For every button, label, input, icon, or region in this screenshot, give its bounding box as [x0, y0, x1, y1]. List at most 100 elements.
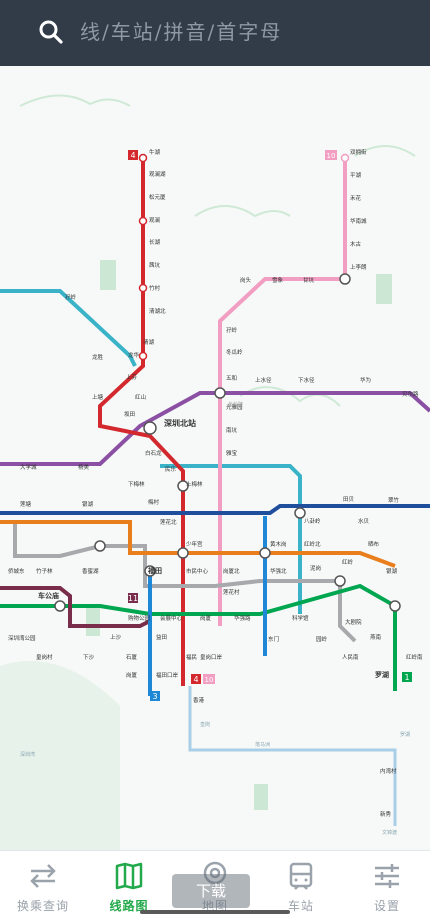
- svg-text:市民中心: 市民中心: [186, 567, 209, 575]
- border-line: [188, 686, 397, 826]
- svg-text:少年宫: 少年宫: [186, 540, 203, 548]
- svg-text:泥岗: 泥岗: [310, 564, 321, 572]
- line-badge-4b[interactable]: 4: [191, 674, 201, 684]
- line-badge-10[interactable]: 10: [325, 150, 337, 160]
- line-4-path[interactable]: [98, 154, 185, 686]
- svg-text:茜坑: 茜坑: [149, 261, 161, 269]
- svg-text:红岭北: 红岭北: [304, 540, 321, 548]
- hill-decoration: [354, 145, 416, 157]
- svg-text:福田口岸: 福田口岸: [156, 671, 179, 679]
- search-input[interactable]: [80, 16, 400, 48]
- svg-text:长岭陂: 长岭陂: [228, 401, 243, 408]
- svg-text:竹村: 竹村: [149, 284, 161, 292]
- svg-text:下水径: 下水径: [298, 376, 315, 384]
- svg-text:龙胜: 龙胜: [92, 353, 104, 361]
- nav-station[interactable]: 车站: [258, 857, 344, 915]
- svg-text:平湖: 平湖: [350, 171, 362, 179]
- svg-text:观澜: 观澜: [149, 216, 161, 224]
- park-block: [254, 784, 268, 810]
- nav-settings[interactable]: 设置: [344, 857, 430, 915]
- station-markers[interactable]: [54, 153, 401, 612]
- svg-text:双拥街: 双拥街: [350, 148, 367, 156]
- svg-text:罗湖: 罗湖: [375, 670, 389, 679]
- line-2-path[interactable]: [0, 520, 396, 568]
- home-indicator[interactable]: [140, 910, 290, 914]
- svg-text:华南城: 华南城: [350, 217, 367, 225]
- svg-text:松元厦: 松元厦: [149, 193, 166, 201]
- svg-text:4: 4: [130, 151, 135, 160]
- svg-text:梅村: 梅村: [148, 498, 160, 506]
- svg-text:杨美: 杨美: [78, 463, 90, 471]
- svg-text:上李朗: 上李朗: [350, 263, 367, 271]
- line-badge-1[interactable]: 1: [402, 672, 412, 682]
- svg-text:竹子林: 竹子林: [36, 567, 53, 575]
- svg-text:3: 3: [152, 692, 157, 701]
- svg-text:翠竹: 翠竹: [388, 496, 400, 504]
- line-badge-10b[interactable]: 10: [203, 674, 215, 684]
- download-button[interactable]: 下载: [172, 874, 250, 908]
- line-badge-4[interactable]: 4: [128, 150, 138, 160]
- svg-text:福民: 福民: [186, 653, 198, 661]
- svg-text:华强北: 华强北: [270, 567, 287, 575]
- svg-text:大剧院: 大剧院: [345, 618, 362, 626]
- svg-text:孖岭: 孖岭: [65, 293, 77, 301]
- svg-text:木古: 木古: [350, 240, 362, 248]
- map-notes: 深圳湾 皇岗 落马洲 罗湖 文锦渡: [20, 721, 410, 836]
- svg-text:莲花北: 莲花北: [160, 518, 177, 526]
- svg-text:香蜜湖: 香蜜湖: [82, 567, 99, 575]
- svg-text:冬瓜岭: 冬瓜岭: [226, 348, 243, 356]
- hill-decoration: [19, 94, 131, 107]
- svg-text:银湖: 银湖: [386, 567, 398, 575]
- svg-text:清湖: 清湖: [143, 338, 155, 346]
- nav-line-map[interactable]: 线路图: [86, 857, 172, 915]
- svg-text:甘坑: 甘坑: [303, 276, 315, 284]
- line-6-path[interactable]: [0, 289, 137, 367]
- svg-text:观澜湖: 观澜湖: [149, 170, 166, 178]
- svg-text:10: 10: [205, 676, 214, 684]
- park-block: [86, 606, 100, 636]
- line-6-path-south[interactable]: [160, 464, 302, 614]
- station-icon: [289, 862, 313, 890]
- svg-text:1: 1: [404, 673, 409, 682]
- svg-text:下沙: 下沙: [83, 654, 95, 661]
- nav-transfer-query[interactable]: 换乘查询: [0, 857, 86, 915]
- svg-text:车公庙: 车公庙: [38, 591, 59, 600]
- svg-text:上芬: 上芬: [126, 373, 138, 381]
- svg-text:燕南: 燕南: [370, 633, 382, 641]
- svg-text:红山: 红山: [135, 393, 146, 401]
- svg-text:下梅林: 下梅林: [128, 480, 145, 488]
- svg-text:大学城: 大学城: [20, 463, 37, 471]
- svg-text:人民南: 人民南: [342, 653, 359, 661]
- metro-map[interactable]: 4 10 11 4 10 1 3 牛湖 观澜湖 松元厦: [0, 66, 430, 850]
- svg-text:新秀: 新秀: [380, 810, 392, 818]
- metro-map-canvas[interactable]: 4 10 11 4 10 1 3 牛湖 观澜湖 松元厦: [0, 66, 430, 850]
- svg-text:深圳湾公园: 深圳湾公园: [8, 634, 36, 642]
- line-badge-11[interactable]: 11: [128, 593, 138, 603]
- svg-text:坂田: 坂田: [124, 410, 135, 418]
- svg-text:雅宝: 雅宝: [226, 449, 238, 457]
- line-5-path[interactable]: [0, 391, 430, 466]
- line-10-path[interactable]: [218, 154, 347, 626]
- svg-text:华为: 华为: [360, 376, 371, 384]
- svg-text:禾花: 禾花: [350, 194, 362, 202]
- park-block: [376, 274, 392, 304]
- svg-text:4: 4: [193, 675, 198, 684]
- svg-text:长湖: 长湖: [149, 238, 161, 246]
- svg-text:孖岭: 孖岭: [226, 326, 238, 334]
- svg-text:购物公园: 购物公园: [128, 614, 151, 622]
- nav-label: 换乘查询: [16, 899, 69, 913]
- line-7-path[interactable]: [0, 504, 430, 515]
- nav-label: 线路图: [109, 899, 149, 913]
- line-9-path[interactable]: [13, 521, 357, 643]
- svg-text:东门: 东门: [268, 635, 279, 643]
- svg-text:银湖: 银湖: [82, 500, 94, 508]
- svg-text:五和: 五和: [226, 374, 237, 382]
- svg-text:皇岗村: 皇岗村: [36, 653, 53, 661]
- park-block: [100, 260, 116, 290]
- line-badge-3[interactable]: 3: [150, 691, 160, 701]
- svg-text:内湾村: 内湾村: [380, 767, 397, 775]
- line-11-path[interactable]: [0, 586, 151, 628]
- svg-text:牛湖: 牛湖: [149, 148, 161, 156]
- svg-text:罗湖: 罗湖: [400, 731, 410, 738]
- search-icon[interactable]: [38, 19, 64, 45]
